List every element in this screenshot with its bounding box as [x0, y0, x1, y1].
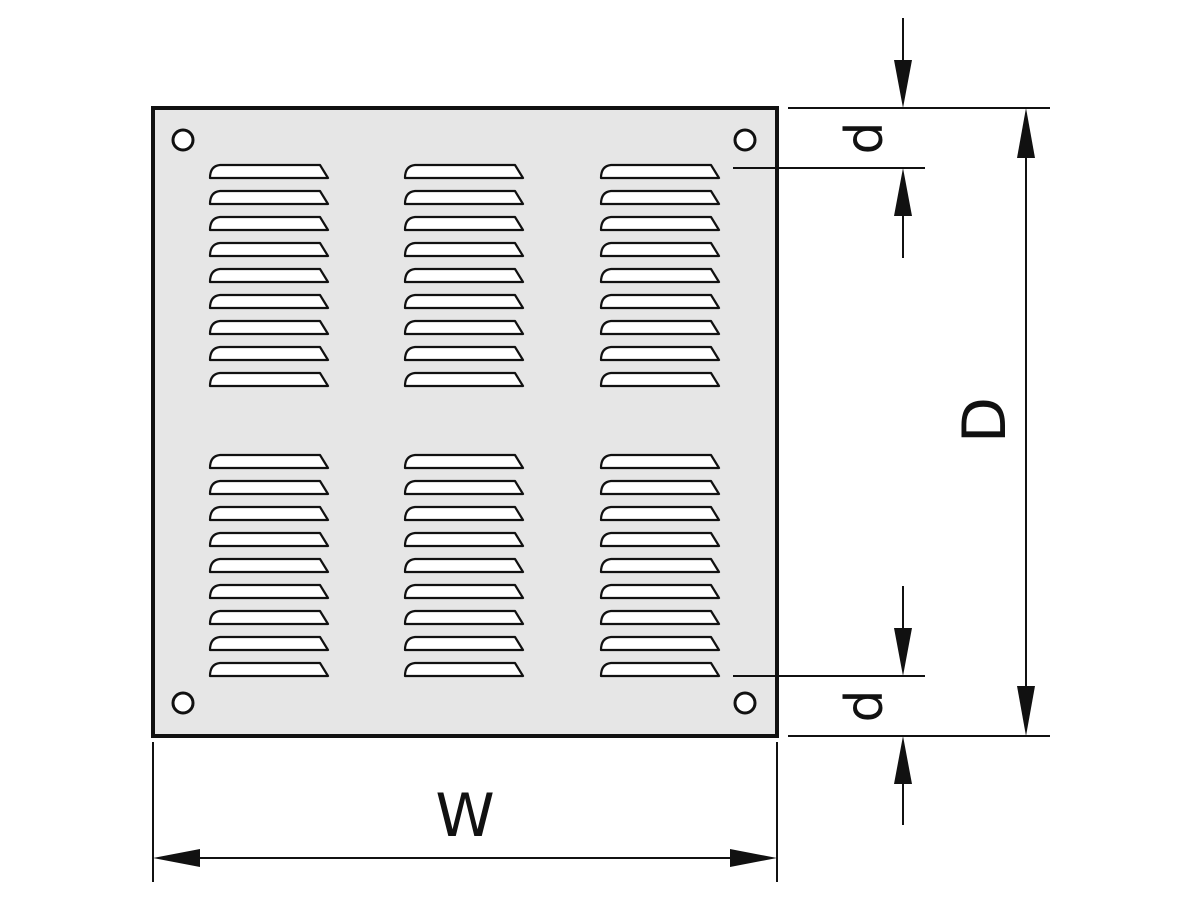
bottom-offset-arrow-up	[894, 736, 912, 784]
louver-slot	[599, 505, 721, 522]
depth-arrow-bottom	[1017, 686, 1035, 736]
louver-slot	[208, 319, 330, 336]
depth-label: D	[950, 397, 1020, 443]
louver-slot	[208, 583, 330, 600]
mounting-hole-bottom-right	[733, 691, 757, 715]
depth-dimension: D	[950, 108, 1035, 736]
louver-slot	[403, 635, 525, 652]
louver-group	[403, 163, 525, 388]
louver-slot	[403, 505, 525, 522]
mounting-holes	[171, 128, 757, 715]
depth-arrow-top	[1017, 108, 1035, 158]
louver-slot	[403, 267, 525, 284]
louver-slot	[599, 267, 721, 284]
width-arrow-right	[730, 849, 777, 867]
louver-slot	[208, 609, 330, 626]
louver-slot	[599, 189, 721, 206]
top-offset-label: d	[835, 121, 895, 154]
mounting-hole-top-right	[733, 128, 757, 152]
top-offset-dimension: d	[835, 18, 912, 258]
width-dimension: W	[153, 781, 777, 867]
louver-slot	[208, 293, 330, 310]
louver-slot	[599, 531, 721, 548]
top-offset-arrow-down	[894, 60, 912, 108]
louver-group	[599, 163, 721, 388]
louver-slot	[599, 215, 721, 232]
top-offset-arrow-up	[894, 168, 912, 216]
louver-slot	[403, 453, 525, 470]
louver-slot	[208, 453, 330, 470]
louver-slot	[403, 661, 525, 678]
louver-slot	[403, 319, 525, 336]
louver-slot	[403, 163, 525, 180]
mounting-hole-top-left	[171, 128, 195, 152]
louver-slot	[208, 215, 330, 232]
louver-group	[599, 453, 721, 678]
bottom-offset-label: d	[835, 689, 895, 722]
louver-group	[208, 453, 330, 678]
louver-slot	[403, 345, 525, 362]
louver-slot	[599, 319, 721, 336]
louver-field	[208, 163, 721, 678]
louver-slot	[208, 531, 330, 548]
louver-slot	[208, 505, 330, 522]
louver-slot	[208, 661, 330, 678]
louver-slot	[599, 479, 721, 496]
louver-group	[208, 163, 330, 388]
louver-group	[403, 453, 525, 678]
louver-slot	[599, 345, 721, 362]
louver-slot	[208, 479, 330, 496]
width-label: W	[435, 781, 494, 851]
louver-slot	[599, 635, 721, 652]
bottom-offset-dimension: d	[835, 586, 912, 825]
louver-slot	[403, 241, 525, 258]
louver-slot	[208, 635, 330, 652]
louver-slot	[403, 531, 525, 548]
extension-lines	[152, 107, 1050, 882]
louver-slot	[403, 215, 525, 232]
louver-slot	[208, 163, 330, 180]
louver-slot	[599, 661, 721, 678]
louver-slot	[599, 241, 721, 258]
bottom-offset-arrow-down	[894, 628, 912, 676]
louver-slot	[208, 189, 330, 206]
louver-slot	[403, 557, 525, 574]
louver-slot	[403, 293, 525, 310]
louver-slot	[403, 609, 525, 626]
louver-slot	[599, 609, 721, 626]
width-arrow-left	[153, 849, 200, 867]
louver-slot	[403, 371, 525, 388]
louver-slot	[208, 267, 330, 284]
louver-slot	[403, 189, 525, 206]
vent-plate	[151, 106, 779, 738]
louver-slot	[599, 583, 721, 600]
mounting-hole-bottom-left	[171, 691, 195, 715]
louver-slot	[599, 453, 721, 470]
louver-slot	[599, 371, 721, 388]
louver-slot	[599, 557, 721, 574]
louver-slot	[208, 345, 330, 362]
louver-slot	[403, 479, 525, 496]
louver-slot	[599, 293, 721, 310]
louver-slot	[403, 583, 525, 600]
louver-slot	[599, 163, 721, 180]
louver-slot	[208, 371, 330, 388]
louver-slot	[208, 557, 330, 574]
louver-slot	[208, 241, 330, 258]
